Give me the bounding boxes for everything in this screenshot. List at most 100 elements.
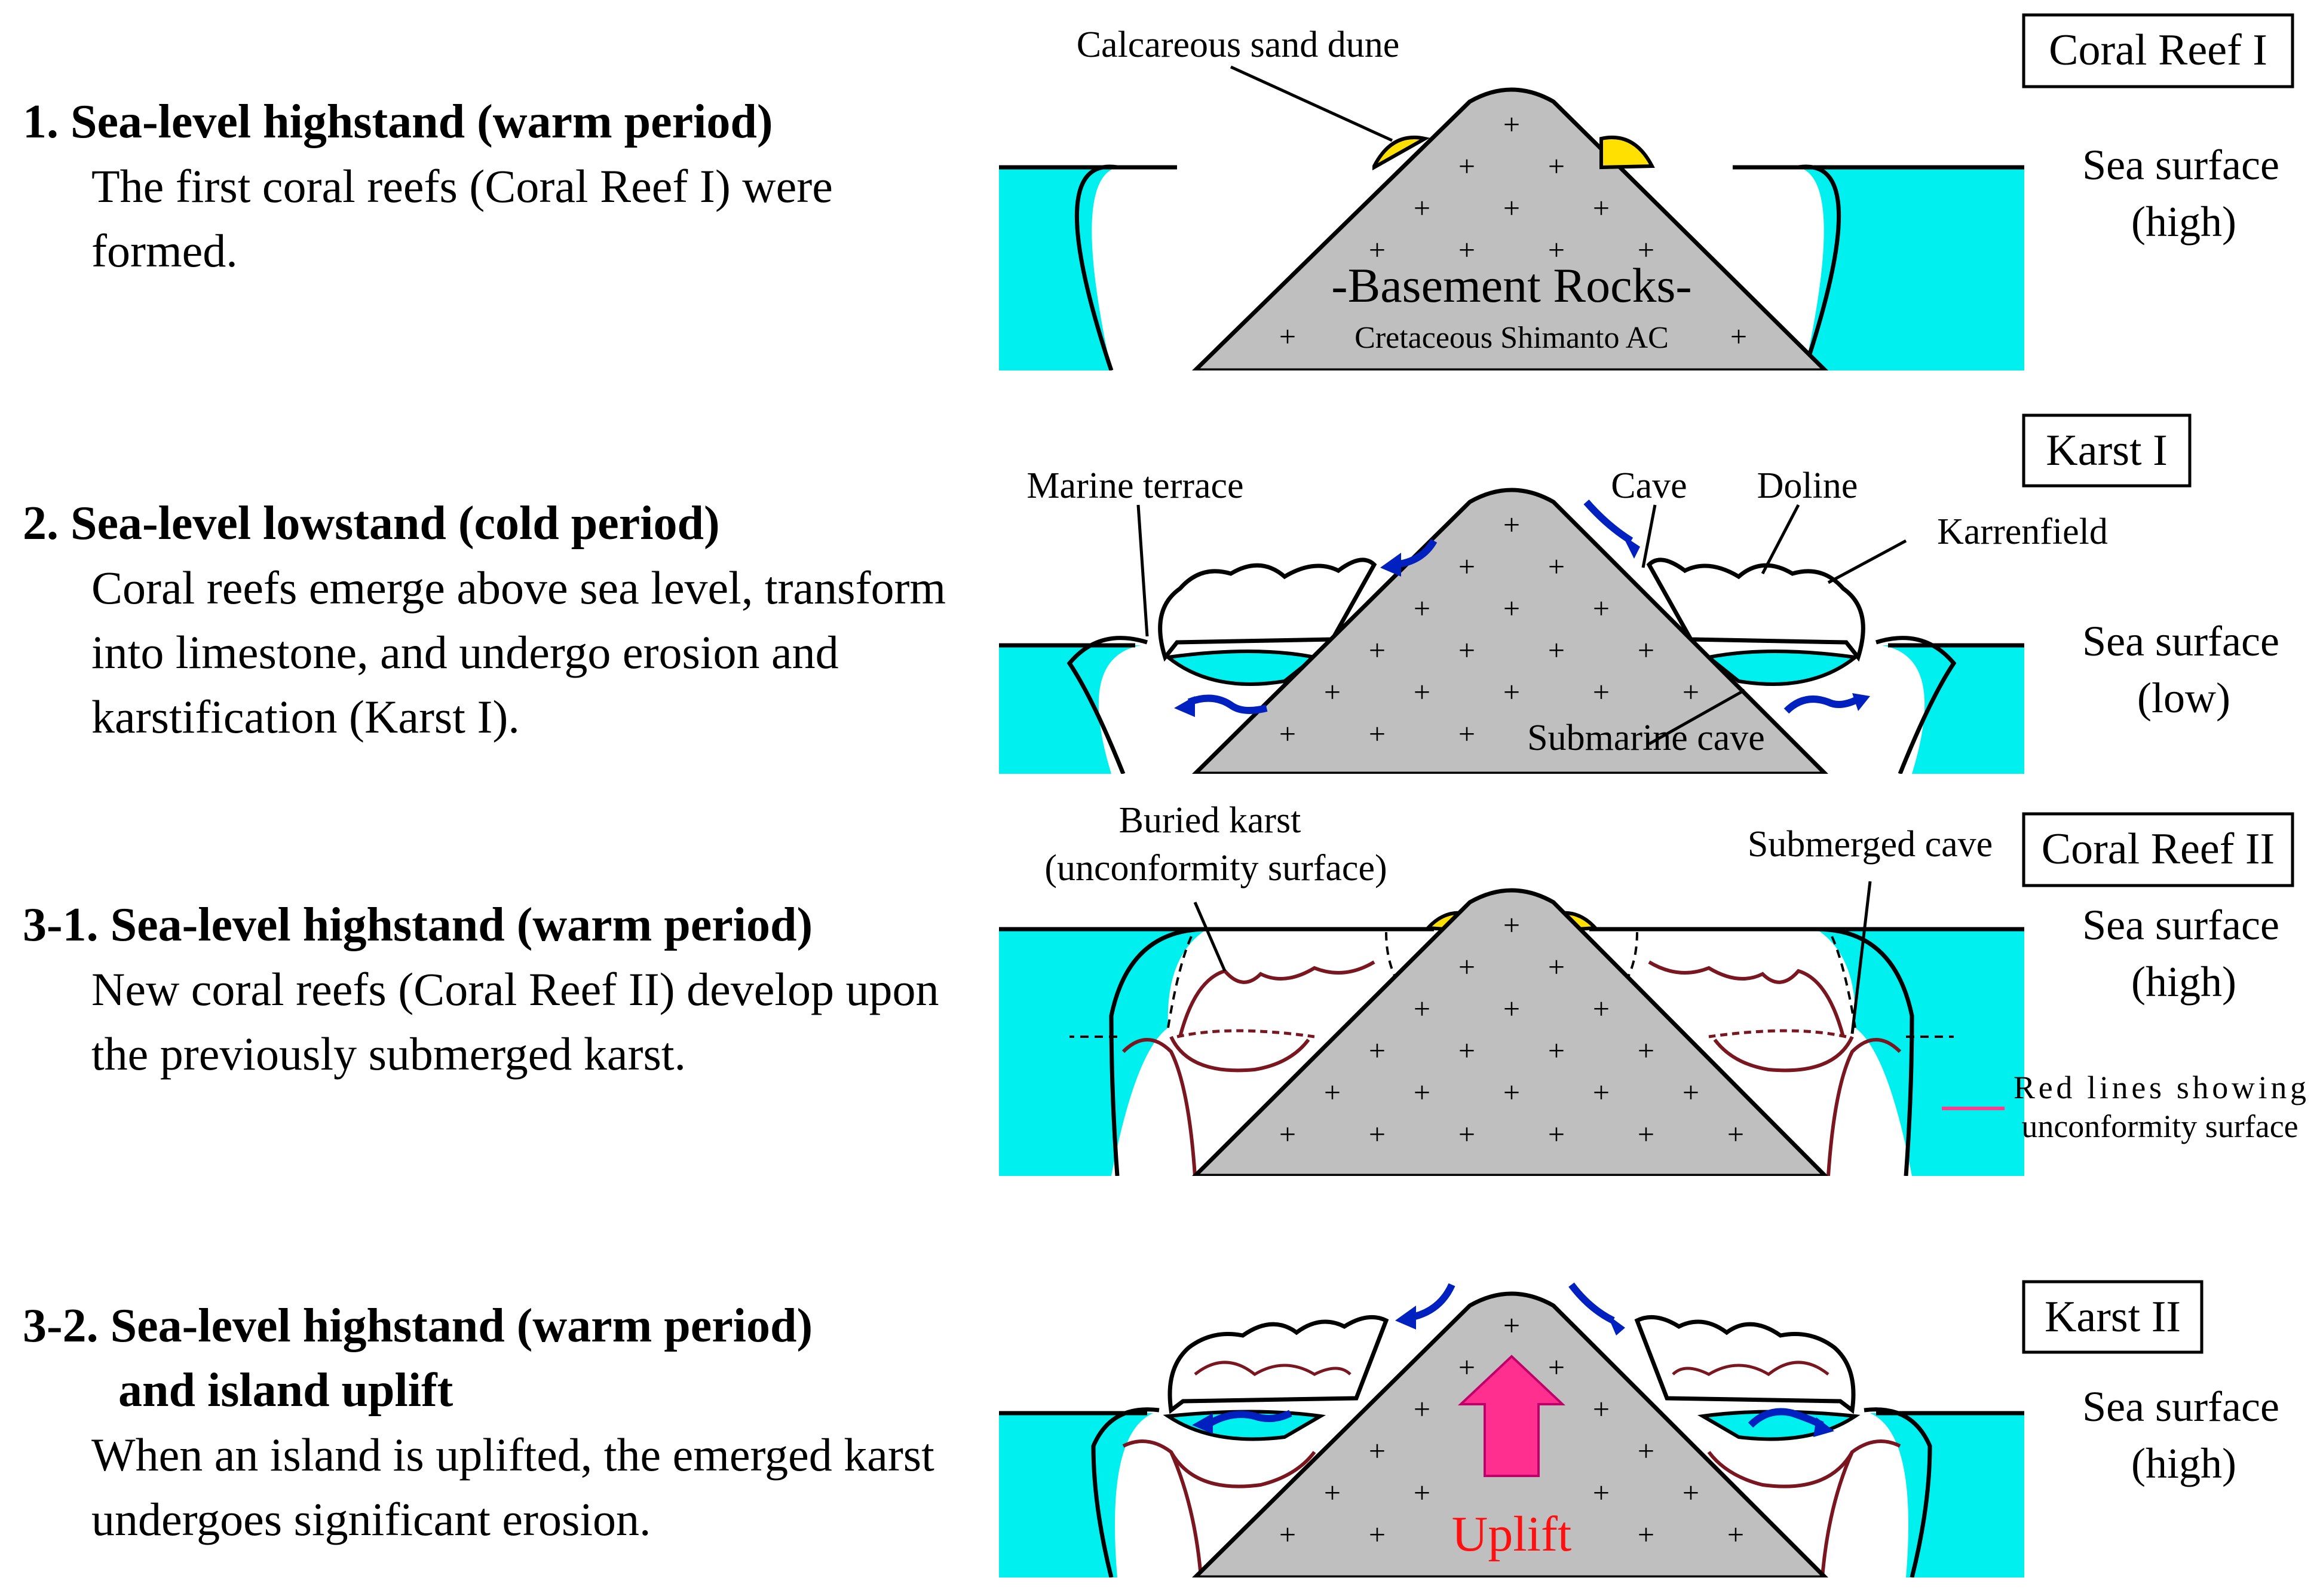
- svg-text:+: +: [1727, 1117, 1744, 1151]
- step-3-1-heading: 3-1. Sea-level highstand (warm period): [23, 899, 813, 951]
- stage-label-karst-2: Karst II: [2045, 1292, 2181, 1341]
- panel-coral-reef-1: + ++ +++ ++++ ++ Calcareous sand dune -B…: [999, 13, 2294, 370]
- sea-right-4: [1870, 1413, 2024, 1577]
- svg-text:+: +: [1548, 633, 1565, 667]
- svg-text:+: +: [1638, 1117, 1654, 1151]
- svg-text:+: +: [1638, 1034, 1654, 1067]
- leader-calcareous: [1230, 65, 1393, 142]
- svg-text:+: +: [1414, 1392, 1430, 1426]
- svg-text:+: +: [1593, 1476, 1610, 1509]
- sea-left-2: [999, 645, 1141, 774]
- svg-text:+: +: [1638, 233, 1654, 266]
- stage-box-karst-1: [2022, 413, 2192, 488]
- basement-plus-marks-3: + ++ +++ ++++ +++++ ++++++: [1279, 908, 1744, 1151]
- leader-marine-terrace: [1136, 504, 1149, 637]
- svg-text:+: +: [1458, 1034, 1475, 1067]
- label-basement-rocks: -Basement Rocks-: [1331, 258, 1691, 313]
- sea-left-4: [999, 1413, 1153, 1577]
- leader-submarine-cave: [1648, 688, 1746, 746]
- svg-text:+: +: [1279, 1518, 1296, 1551]
- svg-text:+: +: [1369, 1518, 1386, 1551]
- svg-text:+: +: [1414, 1476, 1430, 1509]
- step-2: 2. Sea-level lowstand (cold period) Cora…: [23, 491, 979, 749]
- panel-karst-2: + ++ ++ ++ ++++ ++++ Uplift Karst II Sea…: [999, 1280, 2279, 1577]
- karst-block-right: [1646, 557, 1865, 662]
- svg-text:+: +: [1503, 191, 1520, 225]
- sea-right: [1798, 167, 2024, 370]
- stage-label-coral-reef-1: Coral Reef I: [2049, 26, 2267, 75]
- karst-block-left-4: [1167, 1315, 1389, 1414]
- step-3-1: 3-1. Sea-level highstand (warm period) N…: [23, 893, 979, 1086]
- svg-text:+: +: [1503, 675, 1520, 709]
- svg-text:+: +: [1683, 1076, 1699, 1109]
- svg-text:+: +: [1593, 592, 1610, 625]
- step-3-2-heading: 3-2. Sea-level highstand (warm period): [23, 1300, 813, 1352]
- svg-text:+: +: [1414, 992, 1430, 1025]
- svg-text:+: +: [1503, 1309, 1520, 1342]
- svg-text:+: +: [1458, 1117, 1475, 1151]
- svg-text:+: +: [1324, 1076, 1341, 1109]
- svg-text:+: +: [1548, 1350, 1565, 1384]
- svg-text:+: +: [1548, 233, 1565, 266]
- svg-text:+: +: [1503, 908, 1520, 942]
- legend-text-line2: unconformity surface: [2021, 1108, 2298, 1144]
- panel-karst-1: + ++ +++ ++++ +++++ +++ Marine terrace C…: [999, 413, 2279, 774]
- svg-text:+: +: [1593, 191, 1610, 225]
- svg-text:+: +: [1458, 950, 1475, 984]
- svg-text:+: +: [1458, 550, 1475, 583]
- label-unconformity: (unconformity surface): [1044, 848, 1387, 889]
- leader-submerged-cave: [1850, 881, 1872, 1034]
- label-cave: Cave: [1611, 465, 1687, 506]
- svg-text:+: +: [1414, 1076, 1430, 1109]
- label-buried-karst: Buried karst: [1119, 800, 1301, 841]
- svg-text:+: +: [1503, 108, 1520, 141]
- label-cretaceous: Cretaceous Shimanto AC: [1354, 321, 1669, 355]
- label-calcareous-sand-dune: Calcareous sand dune: [1077, 24, 1400, 65]
- svg-text:+: +: [1279, 320, 1296, 353]
- stage-box-karst-2: [2022, 1280, 2204, 1354]
- leader-buried-karst: [1193, 902, 1227, 972]
- flow-arrowheads-2: [1174, 535, 1870, 717]
- label-submarine-cave: Submarine cave: [1527, 718, 1765, 758]
- svg-text:+: +: [1503, 592, 1520, 625]
- svg-text:+: +: [1369, 717, 1386, 750]
- stage-box-coral-reef-2: [2022, 812, 2294, 887]
- label-marine-terrace: Marine terrace: [1026, 465, 1243, 506]
- label-submerged-cave: Submerged cave: [1748, 824, 1993, 865]
- stage-label-karst-1: Karst I: [2046, 426, 2167, 475]
- uplift-arrow-icon: [1457, 1355, 1566, 1477]
- sea-level-label-3: (high): [2131, 958, 2236, 1006]
- svg-text:+: +: [1548, 950, 1565, 984]
- basement-rocks-2: [1192, 488, 1828, 774]
- basement-plus-marks: + ++ +++ ++++ ++: [1279, 108, 1747, 353]
- svg-text:+: +: [1730, 320, 1747, 353]
- svg-text:+: +: [1458, 233, 1475, 266]
- svg-text:+: +: [1727, 1518, 1744, 1551]
- svg-text:+: +: [1458, 633, 1475, 667]
- leader-cave: [1641, 504, 1657, 568]
- svg-text:+: +: [1683, 675, 1699, 709]
- svg-text:+: +: [1279, 717, 1296, 750]
- sea-surface-label-4: Sea surface: [2082, 1383, 2279, 1430]
- step-1-heading: 1. Sea-level highstand (warm period): [23, 96, 773, 148]
- sea-level-label-2: (low): [2137, 674, 2230, 722]
- svg-text:+: +: [1548, 1034, 1565, 1067]
- sea-left: [999, 167, 1117, 370]
- step-3-2-body: When an island is uplifted, the emerged …: [91, 1429, 934, 1545]
- svg-text:+: +: [1414, 191, 1430, 225]
- step-1: 1. Sea-level highstand (warm period) The…: [23, 90, 979, 283]
- step-3-1-body: New coral reefs (Coral Reef II) develop …: [91, 963, 939, 1080]
- basement-plus-marks-4: + ++ ++ ++ ++++ ++++: [1279, 1309, 1744, 1551]
- sea-level-label-1: (high): [2131, 198, 2236, 246]
- svg-text:+: +: [1279, 1117, 1296, 1151]
- svg-text:+: +: [1593, 1392, 1610, 1426]
- svg-text:+: +: [1458, 1350, 1475, 1384]
- svg-text:+: +: [1458, 149, 1475, 183]
- step-3-2-heading-cont: and island uplift: [118, 1364, 453, 1417]
- sand-dune-right: [1599, 135, 1655, 170]
- basement-rocks: [1191, 87, 1828, 370]
- flow-arrowheads-4: [1192, 1306, 1834, 1437]
- svg-text:+: +: [1414, 592, 1430, 625]
- karst-block-right-4: [1634, 1315, 1856, 1414]
- svg-text:+: +: [1369, 1034, 1386, 1067]
